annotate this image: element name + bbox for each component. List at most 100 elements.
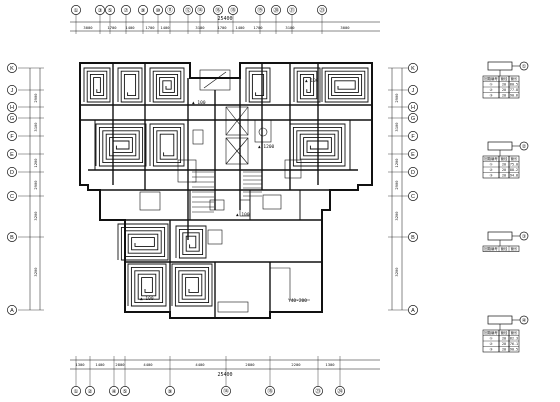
legend-header-cell: 管径 — [501, 156, 508, 161]
axis-bubble-top: ⑫ — [183, 5, 193, 15]
top-dim-text: 1400 — [160, 25, 170, 30]
legend-number: ④ — [519, 315, 529, 325]
axis-bubble-left: K — [7, 63, 17, 73]
bottom-total-dimension: 25400 — [217, 372, 232, 378]
axis-label: ㉔ — [337, 387, 343, 395]
heating-coil — [171, 263, 213, 307]
legend-number-text: ① — [522, 64, 527, 70]
legend-number-text: ③ — [522, 234, 527, 240]
axis-bubble-bottom: ⑤ — [120, 386, 130, 396]
axis-bubble-right: B — [408, 232, 418, 242]
axis-label: A — [411, 308, 415, 314]
legend-cell: 20 — [502, 163, 506, 167]
building-walls — [79, 62, 373, 319]
room-label-5: ▲ 1200 — [258, 144, 275, 150]
axis-bubble-top: ① — [71, 5, 81, 15]
legend-header-cell: 管长 — [511, 156, 518, 161]
axis-label: A — [10, 308, 14, 314]
legend-cell: 20 — [502, 88, 506, 92]
axis-bubble-left: J — [7, 85, 17, 95]
axis-bubble-right: D — [408, 167, 418, 177]
heating-coil — [117, 67, 143, 103]
room-label-4: ▲ 100 — [236, 212, 250, 218]
right-dim-text: 3100 — [394, 122, 399, 132]
legend-cell: 75.0 — [510, 163, 518, 167]
legend-number: ① — [519, 61, 529, 71]
axis-bubble-bottom: ⑨ — [165, 386, 175, 396]
axis-label: ⑩ — [156, 7, 161, 14]
axis-bubble-top: ㉓ — [317, 5, 327, 15]
axis-bubble-left: F — [7, 131, 17, 141]
axis-bubble-right: K — [408, 63, 418, 73]
axis-label: ⑫ — [185, 6, 191, 14]
heating-coil — [127, 263, 167, 307]
heating-coil — [321, 67, 369, 103]
left-dim-text: 3200 — [33, 211, 38, 221]
legend-cell: 94.8 — [510, 174, 518, 178]
heating-coils — [83, 67, 369, 307]
top-dim-text: 3100 — [285, 25, 295, 30]
axis-label: D — [10, 170, 14, 176]
axis-bubble-bottom: ① — [71, 386, 81, 396]
axis-label: ㉑ — [289, 6, 295, 14]
room-label-6: Y40-200 — [288, 298, 307, 304]
left-dim-text: 1200 — [33, 158, 38, 168]
axis-label: ⑨ — [168, 388, 173, 395]
legend-cell: 20 — [502, 337, 506, 341]
right-dim-text: 3200 — [394, 267, 399, 277]
right-dim-text: 2900 — [394, 180, 399, 190]
axis-label: ⑭ — [197, 6, 203, 14]
top-dim-text: 1700 — [217, 25, 227, 30]
axis-label: J — [412, 88, 415, 94]
legend-header-cell: 回路编号 — [484, 330, 498, 335]
heating-coil — [83, 67, 111, 103]
axis-label: ㉓ — [315, 387, 321, 395]
room-label-2: ▲ 100 — [305, 78, 319, 84]
legend-cell: ① — [489, 163, 492, 167]
legend-number-text: ② — [522, 144, 527, 150]
axis-label: C — [411, 194, 415, 200]
axis-label: G — [10, 116, 14, 122]
axis-label: ② — [88, 388, 93, 395]
axis-label: ④ — [112, 388, 117, 395]
legend-header-cell: 管径 — [501, 76, 508, 81]
axis-bubble-bottom: ④ — [109, 386, 119, 396]
top-dim-text: 3100 — [195, 25, 205, 30]
bottom-dim-text: 1300 — [325, 362, 335, 367]
legend-cell: 20 — [502, 168, 506, 172]
axis-bubble-top: ③ — [95, 5, 105, 15]
axis-bubble-bottom: ⑭ — [221, 386, 231, 396]
legend-cell: ① — [489, 337, 492, 341]
axis-bubble-top: ㉑ — [287, 5, 297, 15]
legend-header-cell: 回路编号 — [484, 76, 498, 81]
legend-cell: ② — [489, 168, 492, 172]
legend-header-cell: 管长 — [511, 330, 518, 335]
axis-bubble-left: D — [7, 167, 17, 177]
axis-label: K — [10, 66, 14, 72]
right-dim-text: 3200 — [394, 211, 399, 221]
heating-coil — [245, 67, 271, 103]
heating-coil — [149, 67, 185, 103]
axis-label: D — [411, 170, 415, 176]
axis-label: G — [411, 116, 415, 122]
legend-cell: ① — [489, 83, 492, 87]
axis-bubble-left: G — [7, 113, 17, 123]
axis-bubble-top: ⑯ — [213, 5, 223, 15]
top-dim-text: 1400 — [235, 25, 245, 30]
left-dim-text: 3100 — [33, 122, 38, 132]
axis-bubble-left: A — [7, 305, 17, 315]
axis-bubble-right: H — [408, 102, 418, 112]
fixtures — [139, 69, 310, 313]
axis-bubble-right: G — [408, 113, 418, 123]
axis-label: H — [411, 105, 415, 111]
legend-cell: 77.8 — [510, 88, 518, 92]
bottom-dim-text: 2800 — [115, 362, 125, 367]
